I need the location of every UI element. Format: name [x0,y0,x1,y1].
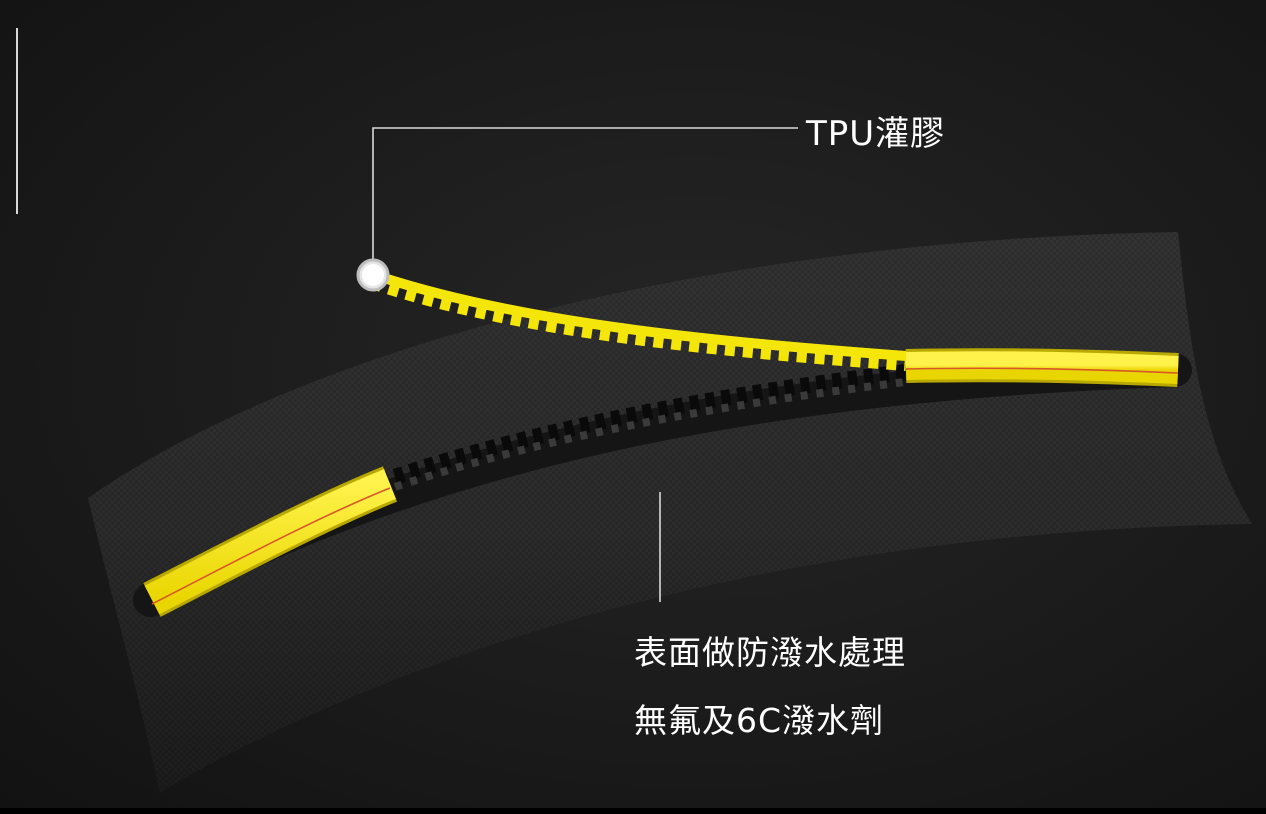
edge-divider [16,28,18,214]
tpu-callout-line [372,127,798,268]
callout-lines [372,127,798,602]
white-circle-marker-icon [356,258,390,292]
bottom-border [0,808,1266,814]
coating-label-line1: 表面做防潑水處理 [634,633,906,672]
tpu-sealed-tape-left [143,466,398,617]
coating-label-line2: 無氟及6C潑水劑 [634,701,885,740]
tpu-sealed-tape-right [905,348,1179,387]
tpu-lifted-tape [369,269,907,371]
tpu-label: TPU灌膠 [806,114,946,154]
